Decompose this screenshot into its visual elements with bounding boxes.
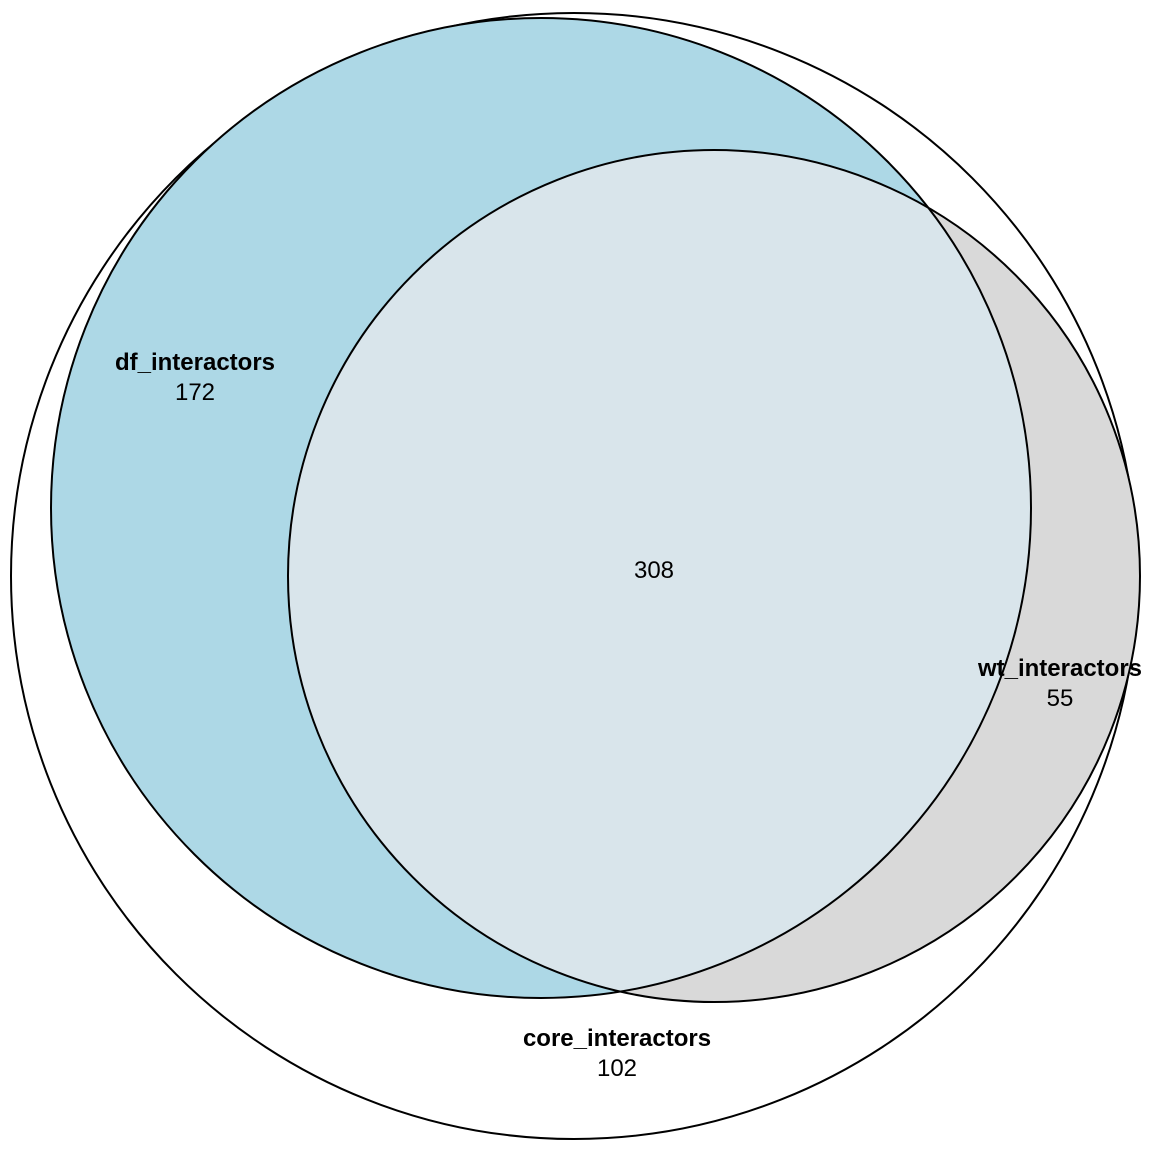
df-interactors-count: 172 [175, 379, 215, 406]
intersection-region [288, 150, 1031, 998]
intersection-count: 308 [634, 557, 674, 584]
core-interactors-name: core_interactors [523, 1025, 711, 1052]
df-interactors-outline [50, 17, 1032, 999]
df-interactors-name: df_interactors [115, 349, 275, 376]
wt-interactors-name: wt_interactors [977, 655, 1142, 682]
core-interactors-count: 102 [597, 1055, 637, 1082]
wt-interactors-outline [287, 149, 1141, 1003]
wt-interactors-count: 55 [1047, 685, 1074, 712]
